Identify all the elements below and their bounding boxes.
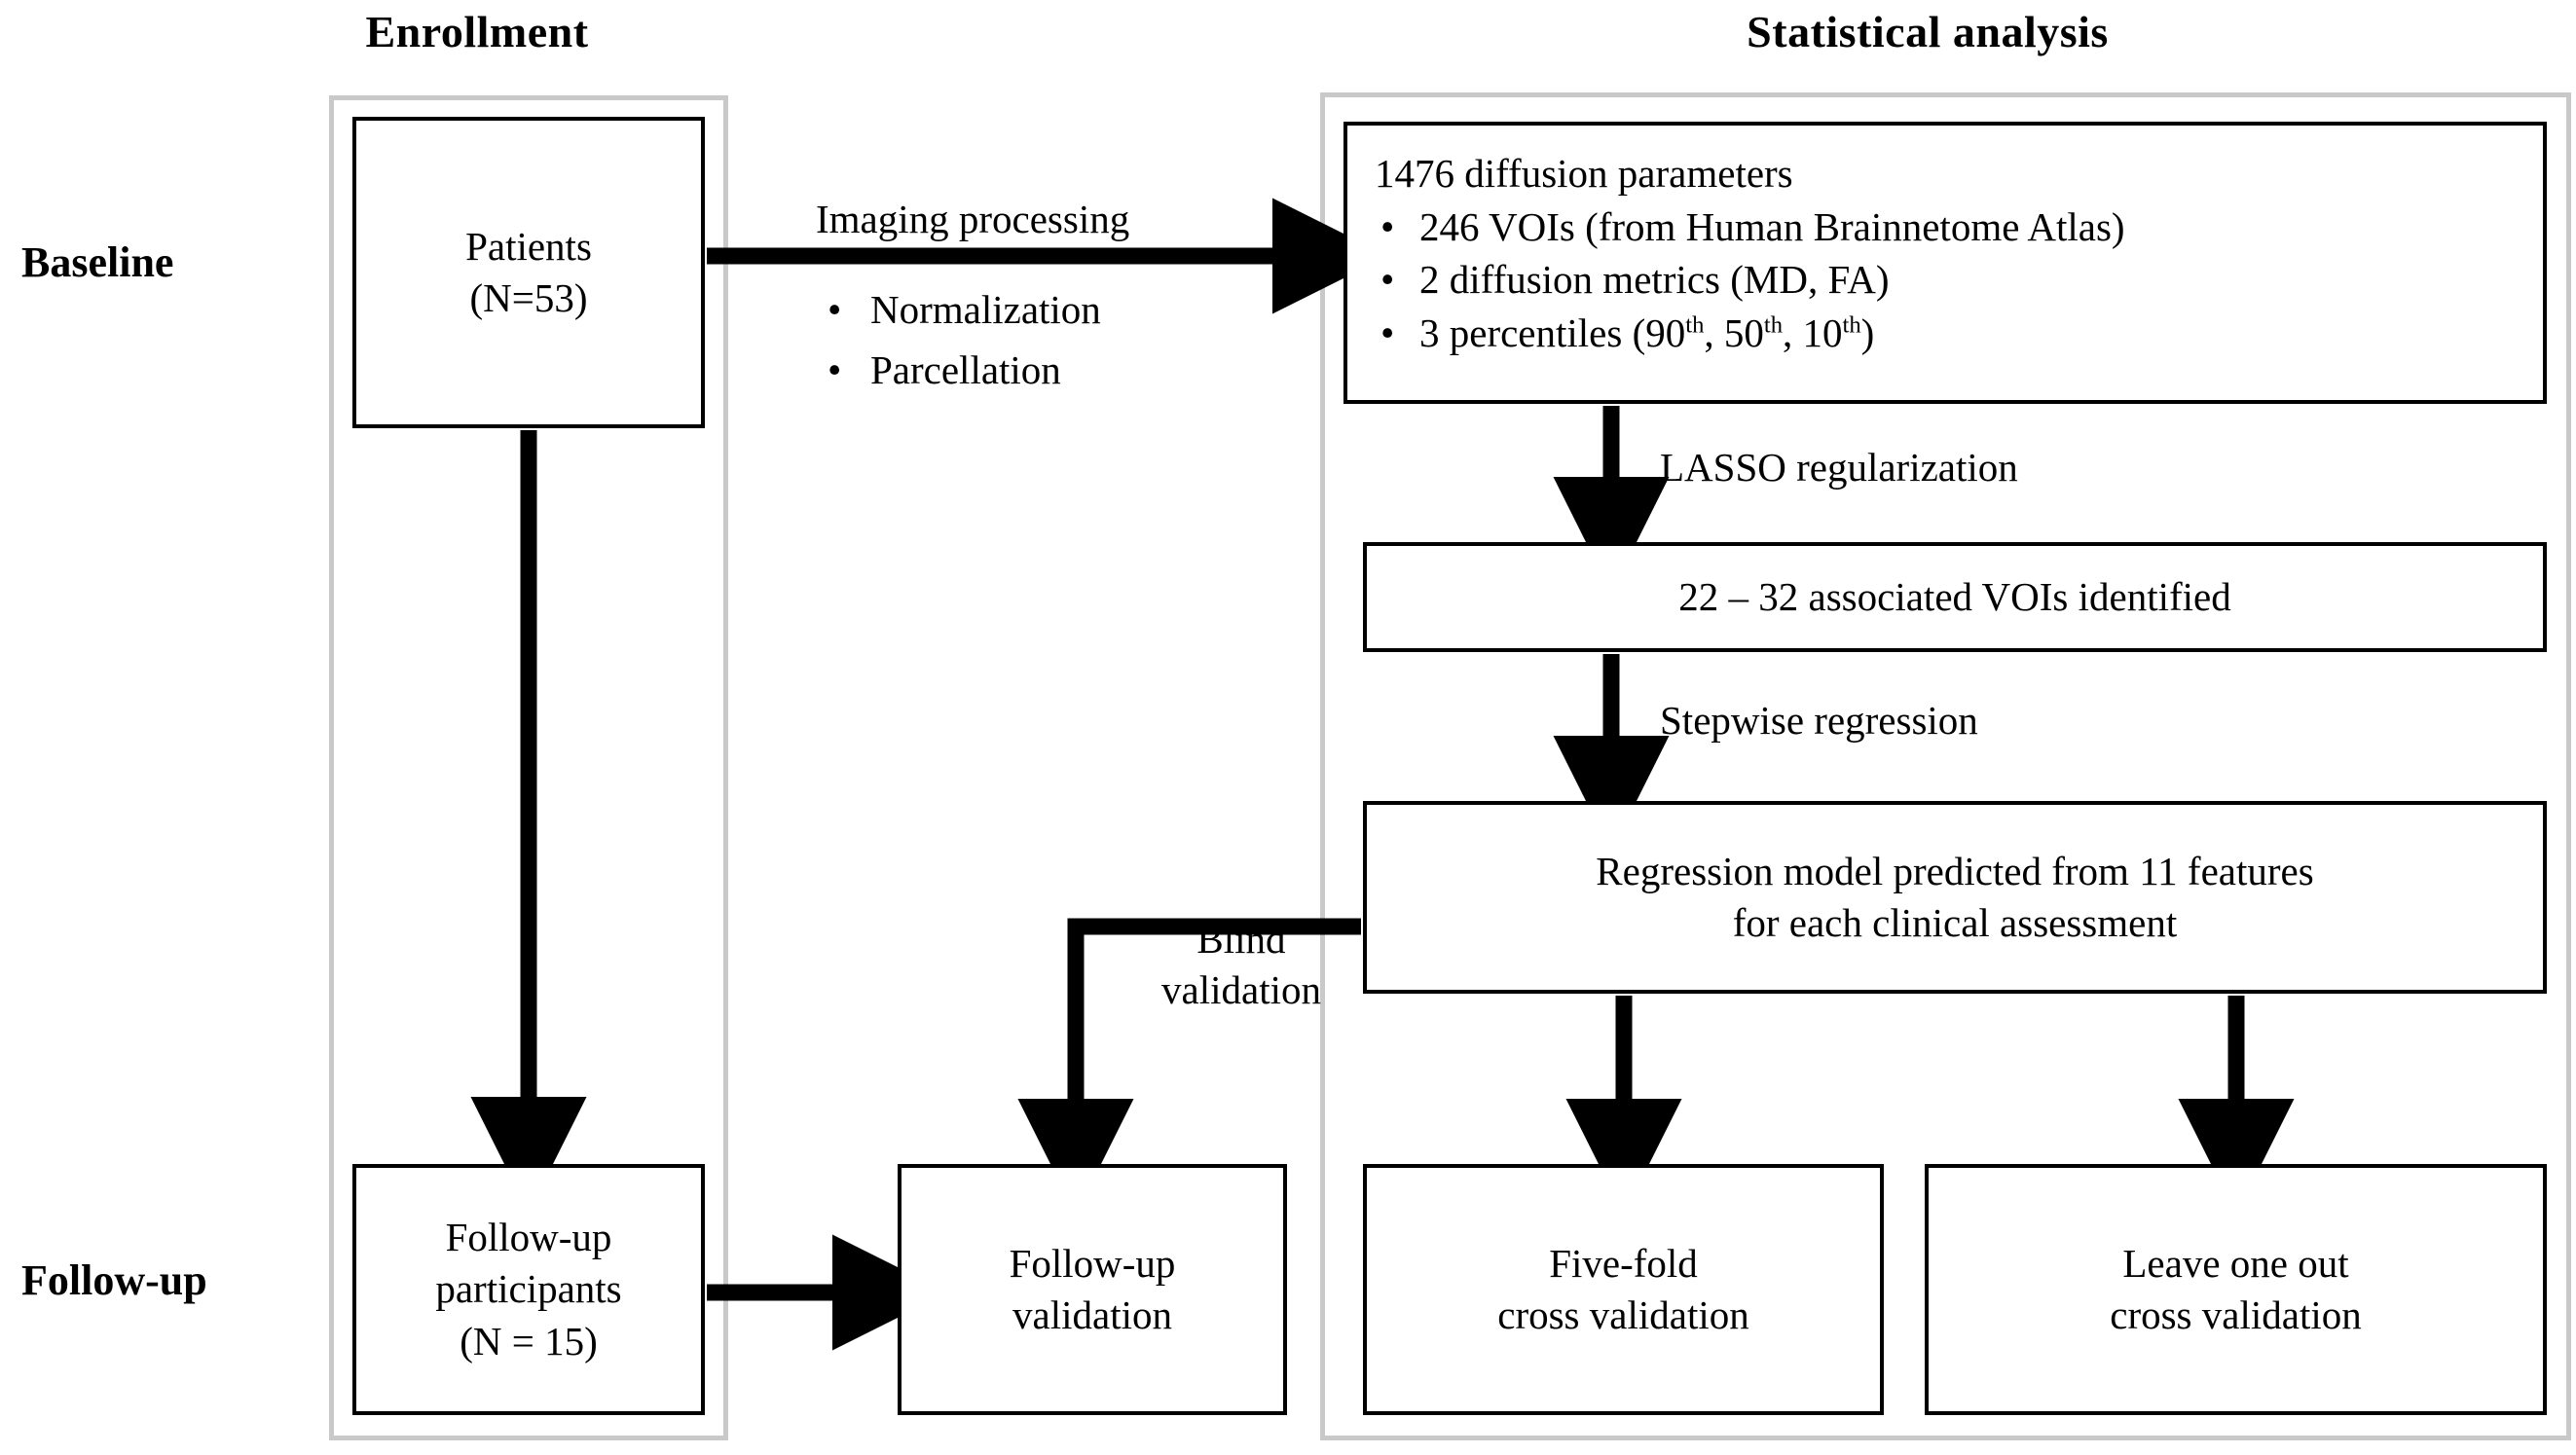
box-followup-validation-line1: Follow-up <box>1009 1240 1176 1286</box>
list-item-text: Normalization <box>870 287 1101 332</box>
diffusion-parameters-heading: 1476 diffusion parameters <box>1375 151 1793 196</box>
section-title-statistical: Statistical analysis <box>1747 7 2109 56</box>
box-followup-participants-line2: participants <box>435 1266 622 1312</box>
list-item: • Normalization <box>824 280 1101 341</box>
bullet-icon: • <box>1380 203 1395 249</box>
imaging-processing-steps: • Normalization • Parcellation <box>824 280 1101 400</box>
box-leave-one-out-cross-validation[interactable]: Leave one out cross validation <box>1925 1164 2547 1415</box>
connector-label-imaging-processing: Imaging processing <box>816 197 1130 241</box>
bullet-icon: • <box>828 346 842 392</box>
list-item-text-suffix: ) <box>1860 309 1875 355</box>
bullet-icon: • <box>1380 257 1395 303</box>
list-item-text: 2 diffusion metrics (MD, FA) <box>1419 257 1890 303</box>
list-item-text-mid1: , 50 <box>1704 309 1764 355</box>
list-item-text: Parcellation <box>870 346 1061 392</box>
section-title-enrollment: Enrollment <box>365 7 589 56</box>
ordinal-suffix: th <box>1763 310 1784 338</box>
box-regression-model[interactable]: Regression model predicted from 11 featu… <box>1363 801 2547 994</box>
box-followup-validation-line2: validation <box>1012 1292 1172 1337</box>
group-frame-statistical <box>1320 92 2571 1440</box>
box-five-fold-line1: Five-fold <box>1549 1240 1698 1286</box>
connector-label-blind-validation: Blind validation <box>1129 915 1353 1015</box>
ordinal-suffix: th <box>1685 310 1705 338</box>
list-item: • 2 diffusion metrics (MD, FA) <box>1375 253 2543 307</box>
box-leave-one-out-line1: Leave one out <box>2122 1240 2349 1286</box>
group-frame-enrollment <box>329 95 728 1440</box>
box-leave-one-out-line2: cross validation <box>2110 1292 2362 1337</box>
box-followup-participants-line1: Follow-up <box>445 1215 612 1260</box>
connector-label-stepwise: Stepwise regression <box>1660 698 1978 743</box>
bullet-icon: • <box>828 287 842 332</box>
box-patients-line1: Patients <box>465 223 592 269</box>
box-followup-validation[interactable]: Follow-up validation <box>898 1164 1287 1415</box>
diffusion-parameters-list: • 246 VOIs (from Human Brainnetome Atlas… <box>1375 200 2543 360</box>
list-item-text-prefix: 3 percentiles (90 <box>1419 309 1686 355</box>
box-patients[interactable]: Patients (N=53) <box>352 117 705 428</box>
box-patients-line2: (N=53) <box>469 275 588 320</box>
box-regression-model-line1: Regression model predicted from 11 featu… <box>1596 848 2314 893</box>
box-five-fold-cross-validation[interactable]: Five-fold cross validation <box>1363 1164 1884 1415</box>
blind-validation-line1: Blind <box>1196 917 1286 962</box>
ordinal-suffix: th <box>1842 310 1861 338</box>
bullet-icon: • <box>1380 309 1395 355</box>
connector-label-lasso: LASSO regularization <box>1660 445 2018 490</box>
box-regression-model-line2: for each clinical assessment <box>1732 900 2178 945</box>
box-followup-participants[interactable]: Follow-up participants (N = 15) <box>352 1164 705 1415</box>
list-item-text: 246 VOIs (from Human Brainnetome Atlas) <box>1419 203 2125 249</box>
box-associated-vois[interactable]: 22 – 32 associated VOIs identified <box>1363 542 2547 652</box>
box-associated-vois-line1: 22 – 32 associated VOIs identified <box>1678 573 2231 619</box>
box-followup-participants-line3: (N = 15) <box>460 1318 598 1364</box>
row-label-followup: Follow-up <box>21 1256 207 1304</box>
list-item: • 3 percentiles (90th, 50th, 10th) <box>1375 307 2543 360</box>
blind-validation-line2: validation <box>1161 966 1321 1012</box>
box-five-fold-line2: cross validation <box>1497 1292 1749 1337</box>
list-item: • Parcellation <box>824 341 1101 401</box>
box-diffusion-parameters[interactable]: 1476 diffusion parameters • 246 VOIs (fr… <box>1343 122 2547 404</box>
list-item-text-mid2: , 10 <box>1783 309 1843 355</box>
list-item: • 246 VOIs (from Human Brainnetome Atlas… <box>1375 200 2543 254</box>
row-label-baseline: Baseline <box>21 238 174 286</box>
